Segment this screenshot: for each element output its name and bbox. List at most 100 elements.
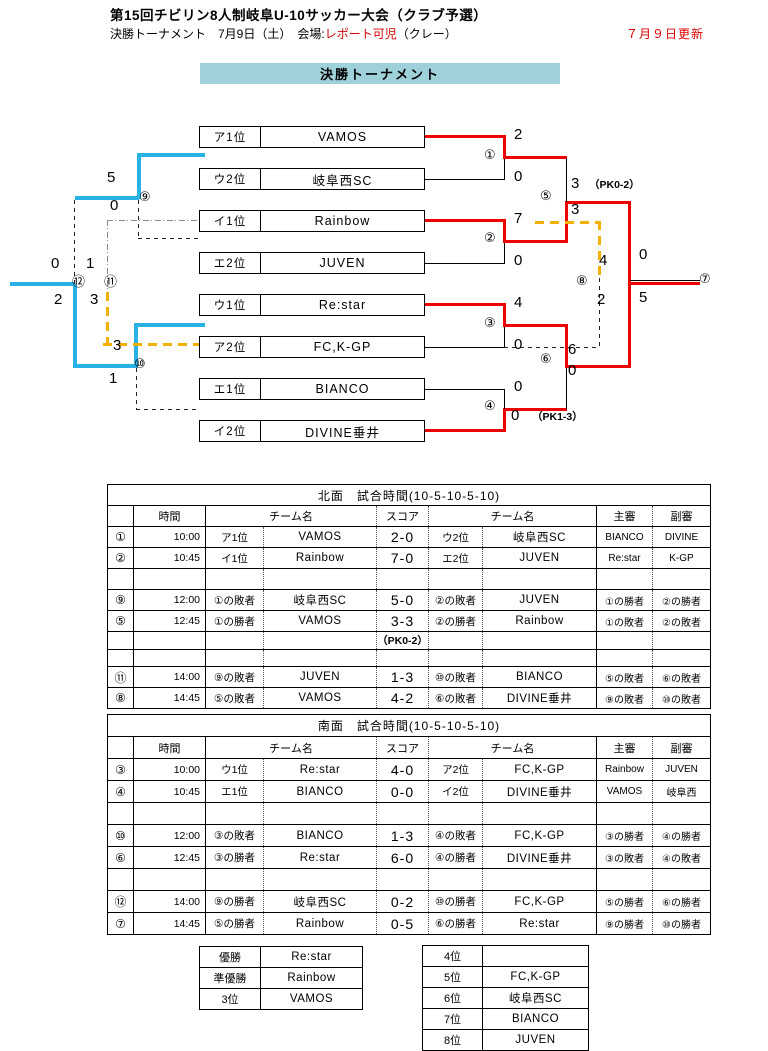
cell-seed-a: ⑤の敗者	[205, 687, 264, 709]
cell-time: 12:00	[133, 589, 206, 611]
cell-match-no: ①	[107, 526, 134, 548]
standings-row: 6位岐阜西SC	[422, 987, 589, 1009]
cell-seed-a	[205, 802, 264, 825]
cell-team-a: Re:star	[263, 758, 377, 781]
page-title: 第15回チビリン8人制岐阜U-10サッカー大会（クラブ予選）	[110, 8, 488, 23]
bracket-score: 1	[86, 255, 95, 272]
cell-referee	[596, 868, 653, 891]
match-number: ①	[484, 147, 496, 162]
team-name: Re:star	[318, 298, 367, 312]
table-title-row: 南面 試合時間(10-5-10-5-10)	[107, 714, 711, 737]
bracket-yellow-line	[598, 221, 601, 278]
header-team-a: チーム名	[205, 736, 377, 759]
cell-assistant-referee	[652, 631, 711, 650]
cell-team-b	[482, 802, 597, 825]
team-name: FC,K-GP	[313, 340, 372, 354]
header-assistant-referee: 副審	[652, 505, 711, 527]
match-number: ⑥	[540, 351, 552, 366]
cell-assistant-referee: 岐阜西	[652, 780, 711, 803]
header-time: 時間	[133, 736, 206, 759]
cell-assistant-referee	[652, 649, 711, 667]
bracket-score: 5	[639, 289, 648, 306]
cell-seed-a: ⑨の勝者	[205, 890, 264, 913]
cell-assistant-referee: ②の勝者	[652, 589, 711, 611]
cell-match-no	[107, 649, 134, 667]
cell-referee: Re:star	[596, 547, 653, 569]
bracket-score: 0	[568, 362, 577, 379]
header-time: 時間	[133, 505, 206, 527]
bracket-score: 3	[113, 337, 122, 354]
cell-seed-a: ⑨の敗者	[205, 666, 264, 688]
cell-team-a: Re:star	[263, 846, 377, 869]
bracket-dashed-line	[504, 347, 599, 348]
cell-match-no: ③	[107, 758, 134, 781]
empty-row	[107, 868, 711, 891]
bracket-score: 0	[514, 378, 523, 395]
standings-row: 4位	[422, 945, 589, 967]
header-team-b: チーム名	[428, 736, 597, 759]
cell-score: 4-2	[376, 687, 429, 709]
cell-time	[133, 649, 206, 667]
bracket-yellow-line	[535, 221, 601, 224]
cell-seed-b	[428, 802, 483, 825]
team-name: Rainbow	[314, 214, 371, 228]
empty-row	[107, 649, 711, 667]
bracket-line	[10, 282, 75, 286]
cell-seed-a	[205, 631, 264, 650]
cell-seed-b: ④の勝者	[428, 846, 483, 869]
cell-referee	[596, 649, 653, 667]
bracket-line	[75, 196, 139, 200]
cell-team: Re:star	[260, 946, 363, 968]
bracket-score: 0	[514, 168, 523, 185]
empty-row	[107, 568, 711, 590]
bracket-line	[73, 284, 77, 368]
cell-seed-b: ⑩の敗者	[428, 666, 483, 688]
cell-assistant-referee: ⑩の勝者	[652, 912, 711, 935]
cell-seed-a: イ1位	[205, 547, 264, 569]
match-number: ③	[484, 315, 496, 330]
cell-team: VAMOS	[260, 988, 363, 1010]
cell-team: 岐阜西SC	[482, 987, 589, 1009]
cell-referee: ⑤の勝者	[596, 890, 653, 913]
page-subtitle: 決勝トーナメント 7月9日（土） 会場:レポート可児（クレー）	[110, 25, 457, 42]
cell-rank: 6位	[422, 987, 483, 1009]
bracket-score: 7	[514, 210, 523, 227]
table-header-row: 時間チーム名スコアチーム名主審副審	[107, 736, 711, 759]
cell-time: 12:45	[133, 610, 206, 632]
cell-seed-a: ウ1位	[205, 758, 264, 781]
cell-team-b	[482, 868, 597, 891]
cell-time: 10:00	[133, 758, 206, 781]
bracket-yellow-line	[103, 343, 199, 346]
team-name: DIVINE垂井	[305, 425, 380, 440]
subtitle-prefix: 決勝トーナメント 7月9日（土） 会場:	[110, 27, 325, 41]
header-team-a: チーム名	[205, 505, 377, 527]
cell-assistant-referee: ⑥の敗者	[652, 666, 711, 688]
bracket-line	[425, 389, 504, 390]
bracket-dashed-line	[136, 409, 199, 410]
cell-score: 4-0	[376, 758, 429, 781]
cell-rank: 5位	[422, 966, 483, 988]
cell-time: 10:45	[133, 780, 206, 803]
cell-match-no	[107, 868, 134, 891]
cell-team-b	[482, 631, 597, 650]
cell-team-b: DIVINE垂井	[482, 780, 597, 803]
match-number: ⑤	[540, 188, 552, 203]
cell-team-b: FC,K-GP	[482, 890, 597, 913]
bracket-dashdot-line	[107, 220, 199, 221]
cell-time: 14:00	[133, 666, 206, 688]
cell-time: 12:00	[133, 824, 206, 847]
cell-referee	[596, 802, 653, 825]
cell-seed-b: ⑩の勝者	[428, 890, 483, 913]
bracket-line	[565, 324, 568, 368]
cell-match-no: ⑫	[107, 890, 134, 913]
cell-assistant-referee: ⑩の敗者	[652, 687, 711, 709]
cell-score-pk: （PK0-2）	[376, 631, 429, 650]
